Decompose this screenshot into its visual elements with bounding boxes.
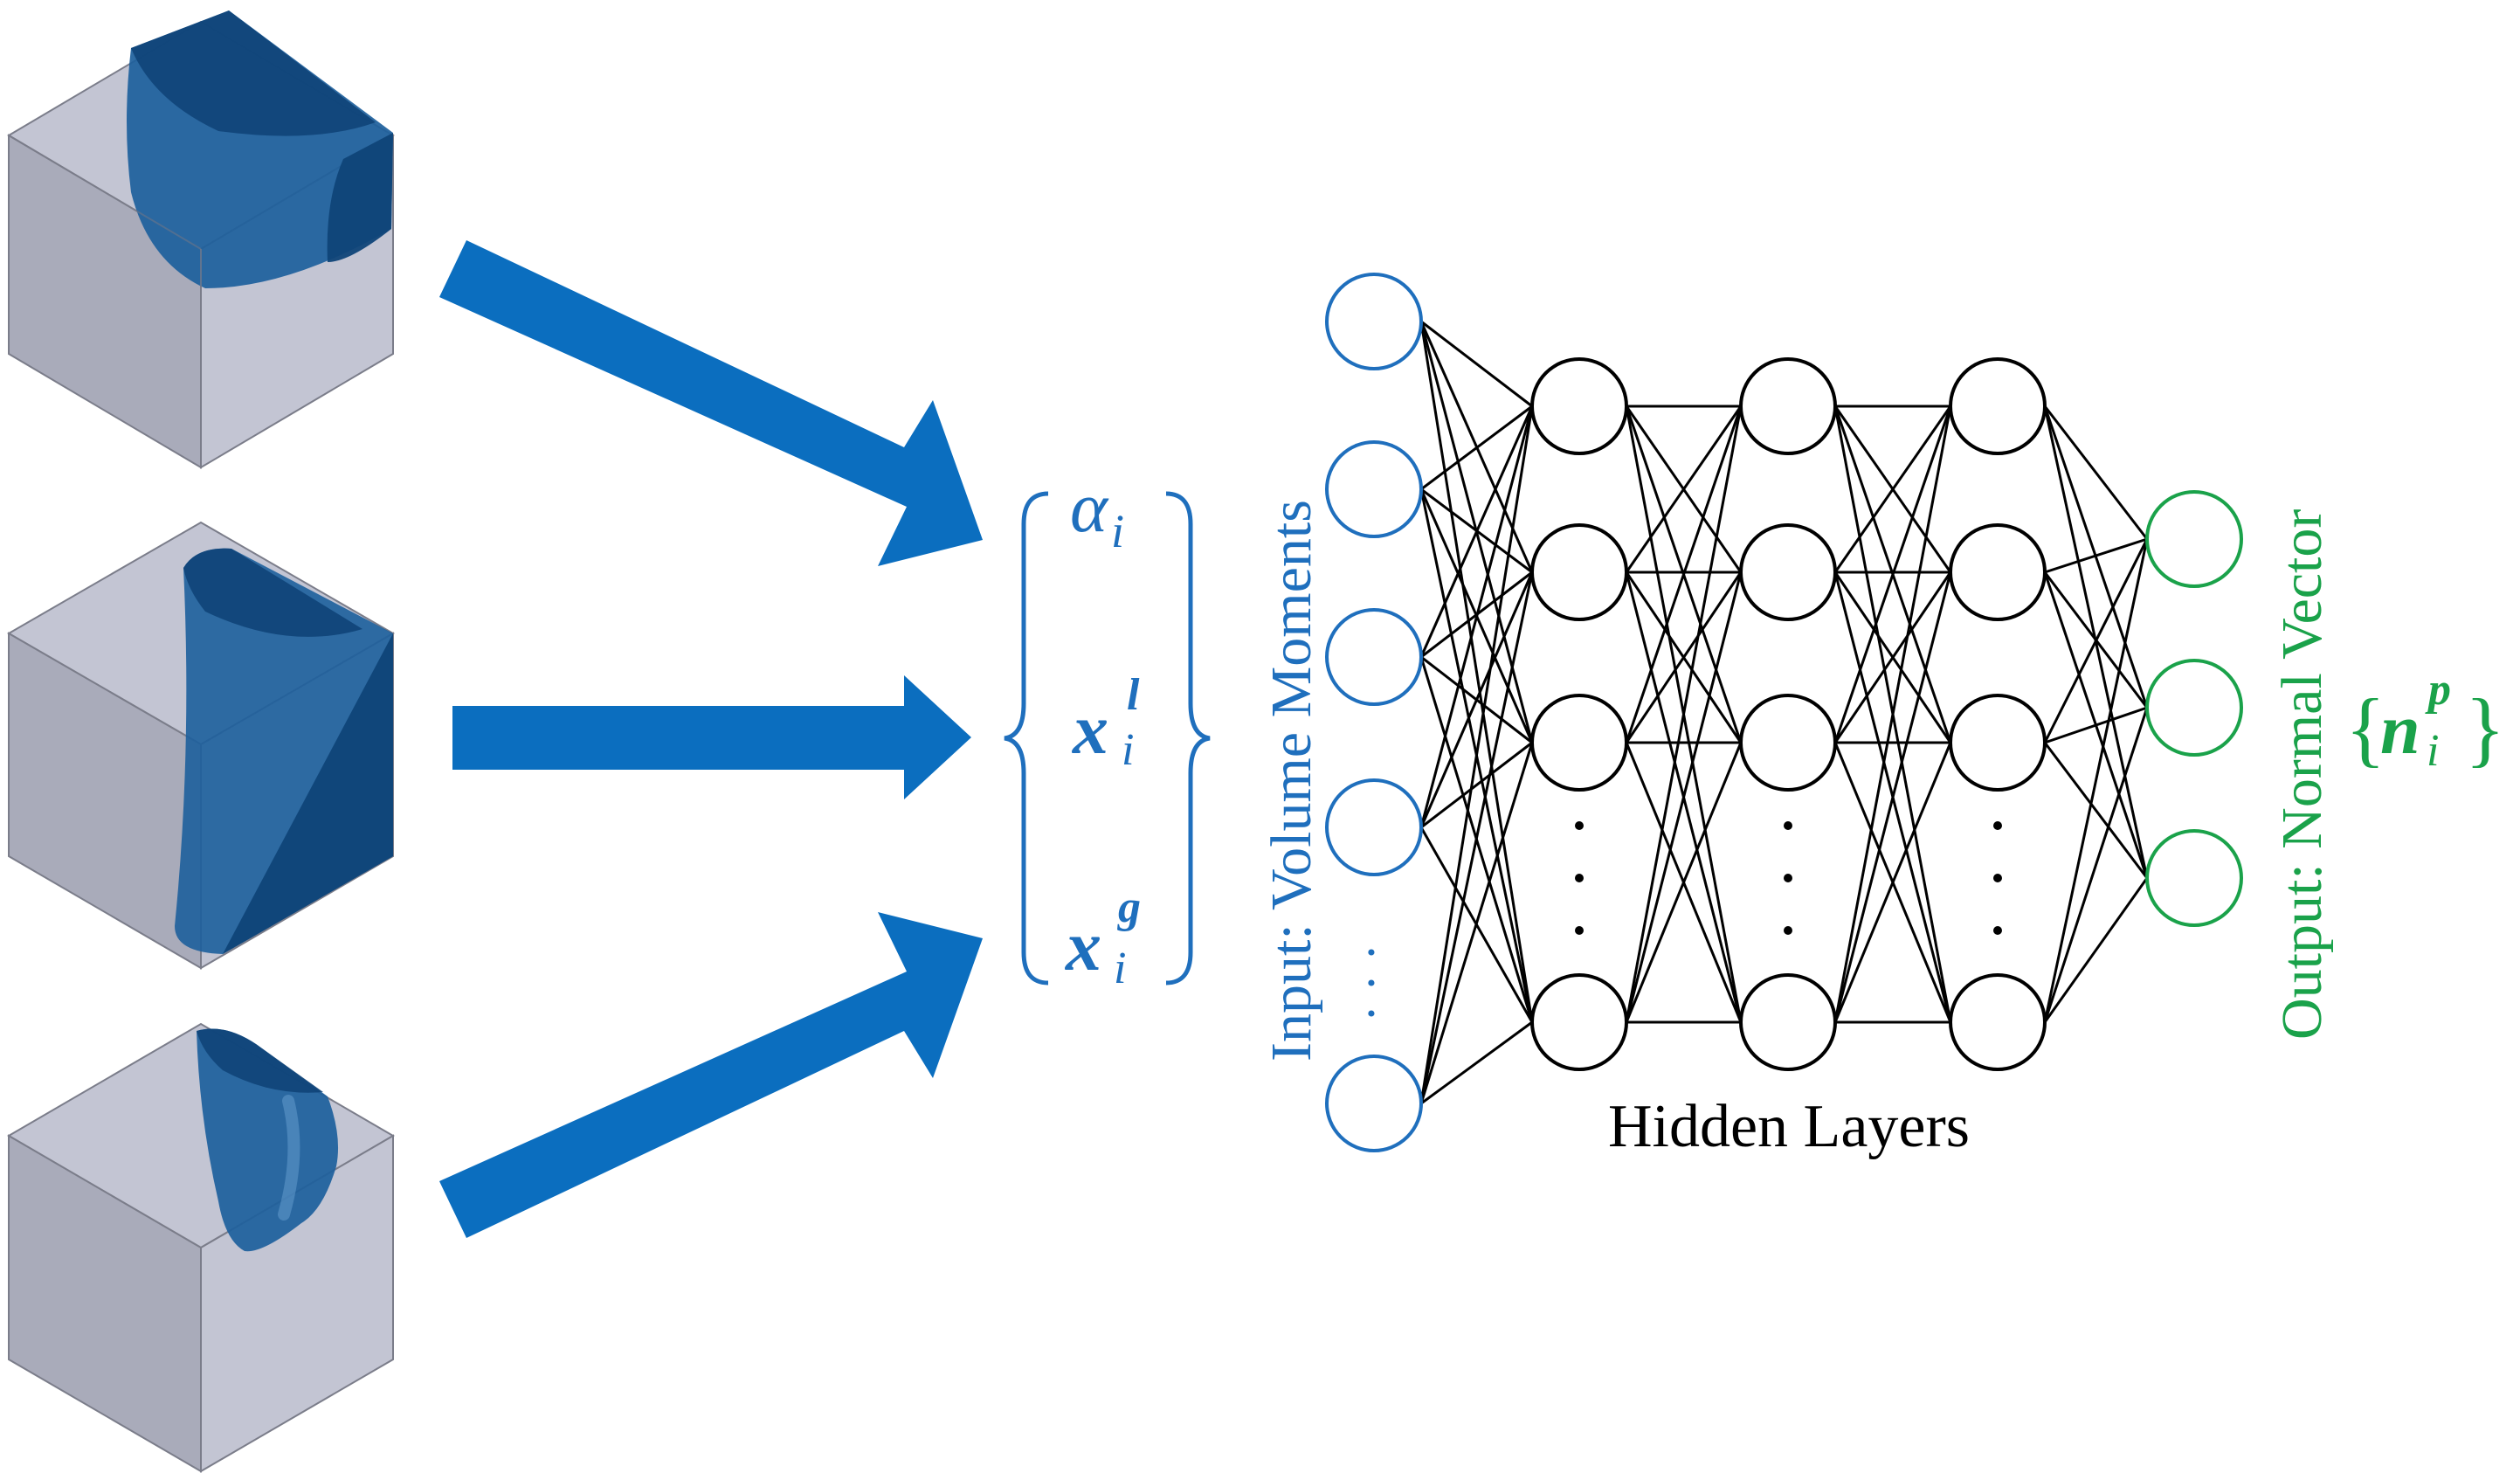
- network-connection: [2043, 538, 2149, 1023]
- hidden-node: [1739, 694, 1837, 792]
- hidden-layers-label: Hidden Layers: [1608, 1093, 1970, 1160]
- arrow-icon: [439, 240, 983, 1238]
- network-connection: [1420, 405, 1533, 491]
- network-connection: [1419, 405, 1534, 828]
- network-connection: [1833, 405, 1952, 573]
- hidden-ellipsis-dot: [1575, 926, 1584, 935]
- network-connection: [1833, 405, 1952, 1023]
- hidden-ellipsis-dot: [1575, 821, 1584, 830]
- input-node: [1325, 273, 1423, 370]
- input-node: [1325, 1055, 1423, 1152]
- cube-interface-2-icon: [6, 521, 396, 970]
- hidden-node: [1949, 694, 2047, 792]
- network-connection: [1625, 571, 1743, 743]
- hidden-node: [1530, 973, 1628, 1071]
- network-connection: [2044, 537, 2148, 574]
- hidden-ellipsis-dot: [1784, 821, 1792, 830]
- output-label: Output: Normal Vector: [2270, 509, 2334, 1040]
- network-connection: [1833, 742, 1952, 1023]
- output-symbol: { n p i }: [2345, 665, 2505, 776]
- network-nodes: [1325, 273, 2243, 1152]
- hidden-ellipsis-dot: [1993, 821, 2002, 830]
- feature-x-l: x: [1072, 689, 1108, 769]
- feature-vector: αi x l i x g i: [1004, 467, 1211, 993]
- output-node: [2145, 829, 2243, 927]
- cube-interface-1-icon: [7, 10, 395, 469]
- hidden-node: [1530, 694, 1628, 792]
- network-connection: [2043, 405, 2149, 540]
- feature-alpha: αi: [1070, 467, 1124, 557]
- network-connection: [1420, 741, 1533, 829]
- output-node: [2145, 490, 2243, 588]
- hidden-node: [1530, 523, 1628, 621]
- feature-x-g: x: [1065, 906, 1101, 986]
- hidden-node: [1949, 357, 2047, 455]
- network-connection: [1420, 320, 1533, 408]
- network-connection: [1833, 571, 1952, 1023]
- feature-x-l-sup: l: [1127, 670, 1140, 720]
- output-symbol-base: n: [2380, 689, 2420, 769]
- network-connection: [1625, 405, 1743, 573]
- hidden-ellipsis-dot: [1784, 874, 1792, 882]
- network-connection: [1833, 405, 1952, 743]
- network-connection: [1625, 571, 1743, 1023]
- cube-interface-3-icon: [7, 1022, 395, 1473]
- network-connection: [1419, 405, 1534, 1104]
- network-connection: [2043, 877, 2149, 1023]
- network-connection: [1625, 405, 1743, 1023]
- network-connection: [1419, 571, 1534, 1104]
- network-connection: [2043, 707, 2149, 1023]
- input-node: [1325, 778, 1423, 876]
- input-node: [1325, 608, 1423, 706]
- hidden-ellipsis-dot: [1993, 874, 2002, 882]
- feature-x-l-sub: i: [1122, 725, 1134, 775]
- network-connection: [2044, 706, 2148, 744]
- network-connection: [1420, 1020, 1533, 1105]
- output-symbol-open-brace: {: [2345, 681, 2385, 775]
- hidden-node: [1530, 357, 1628, 455]
- network-connection: [1419, 405, 1534, 658]
- output-node: [2145, 659, 2243, 757]
- hidden-node: [1739, 357, 1837, 455]
- network-edges: [1419, 320, 2149, 1105]
- network-connection: [1625, 405, 1743, 743]
- hidden-ellipsis-dot: [1784, 926, 1792, 935]
- input-ellipsis: · · ·: [1343, 944, 1400, 1022]
- feature-x-g-sub: i: [1114, 944, 1126, 993]
- output-symbol-close-brace: }: [2465, 681, 2505, 775]
- network-connection: [1419, 321, 1534, 1023]
- hidden-layer-ellipses: [1575, 821, 2002, 935]
- network-connection: [1419, 571, 1534, 828]
- network-connection: [2043, 538, 2149, 743]
- feature-x-g-sup: g: [1117, 882, 1141, 932]
- network-connection: [2043, 742, 2149, 879]
- network-connection: [1625, 742, 1743, 1023]
- right-brace: [1165, 491, 1211, 986]
- input-node: [1325, 440, 1423, 538]
- hidden-ellipsis-dot: [1993, 926, 2002, 935]
- output-symbol-sup: p: [2425, 665, 2451, 715]
- hidden-ellipsis-dot: [1575, 874, 1584, 882]
- hidden-node: [1739, 973, 1837, 1071]
- output-symbol-sub: i: [2427, 726, 2439, 776]
- input-label: Input: Volume Moments: [1260, 500, 1323, 1062]
- hidden-node: [1949, 973, 2047, 1071]
- network-connection: [1419, 742, 1534, 1104]
- hidden-node: [1739, 523, 1837, 621]
- hidden-node: [1949, 523, 2047, 621]
- left-brace: [1004, 491, 1049, 986]
- network-connection: [1833, 571, 1952, 743]
